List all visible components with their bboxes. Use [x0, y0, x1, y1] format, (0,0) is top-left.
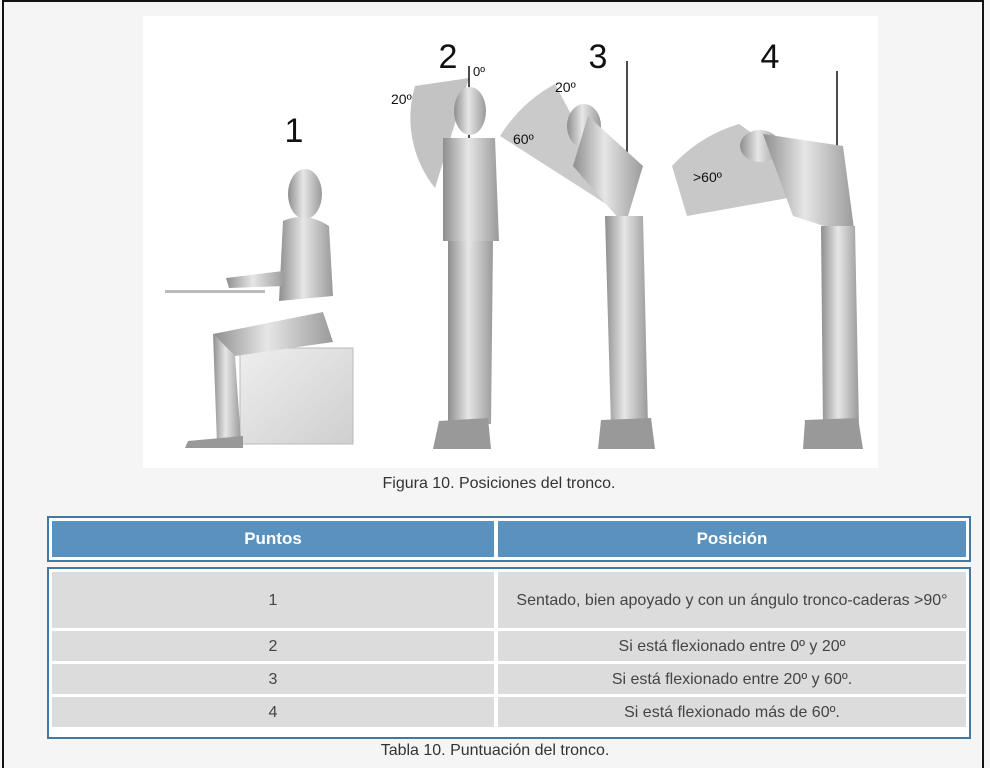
- table-caption: Tabla 10. Puntuación del tronco.: [0, 742, 990, 760]
- table-row: 1 Sentado, bien apoyado y con un ángulo …: [52, 572, 966, 628]
- table-row: 2 Si está flexionado entre 0º y 20º: [52, 631, 966, 661]
- angle-0-label: 0º: [473, 64, 485, 79]
- position-1-label: 1: [285, 112, 304, 150]
- score-table: 1 Sentado, bien apoyado y con un ángulo …: [47, 567, 971, 739]
- table-row: 3 Si está flexionado entre 20º y 60º.: [52, 664, 966, 694]
- position-2-label: 2: [439, 38, 458, 76]
- figure-standing: [410, 66, 499, 449]
- angle-20-label-pos2: 20º: [391, 91, 412, 107]
- header-points: Puntos: [52, 521, 494, 557]
- table-surface: [165, 290, 265, 293]
- figure-caption: Figura 10. Posiciones del tronco.: [4, 475, 990, 493]
- figure-bent-deep: [672, 71, 863, 449]
- figure-seated: [165, 169, 353, 448]
- angle-20-label-pos3: 20º: [555, 79, 576, 95]
- angle-gt60-label: >60º: [693, 169, 722, 185]
- trunk-positions-illustration: 1 2 3 4 0º 20º 20º 60º >60º: [143, 16, 878, 468]
- seat-box: [240, 348, 353, 444]
- position-cell: Sentado, bien apoyado y con un ángulo tr…: [498, 572, 966, 628]
- position-cell: Si está flexionado entre 0º y 20º: [498, 631, 966, 661]
- position-cell: Si está flexionado entre 20º y 60º.: [498, 664, 966, 694]
- angle-60-label-pos3: 60º: [513, 131, 534, 147]
- points-cell: 4: [52, 697, 494, 727]
- points-cell: 2: [52, 631, 494, 661]
- trunk-positions-figure: 1 2 3 4 0º 20º 20º 60º >60º: [143, 16, 878, 468]
- table-row: 4 Si está flexionado más de 60º.: [52, 697, 966, 727]
- position-3-label: 3: [589, 38, 608, 76]
- figure-bent-medium: [500, 61, 655, 449]
- points-cell: 3: [52, 664, 494, 694]
- position-4-label: 4: [761, 38, 780, 76]
- score-table-header: Puntos Posición: [47, 516, 971, 562]
- position-cell: Si está flexionado más de 60º.: [498, 697, 966, 727]
- header-position: Posición: [498, 521, 966, 557]
- points-cell: 1: [52, 572, 494, 628]
